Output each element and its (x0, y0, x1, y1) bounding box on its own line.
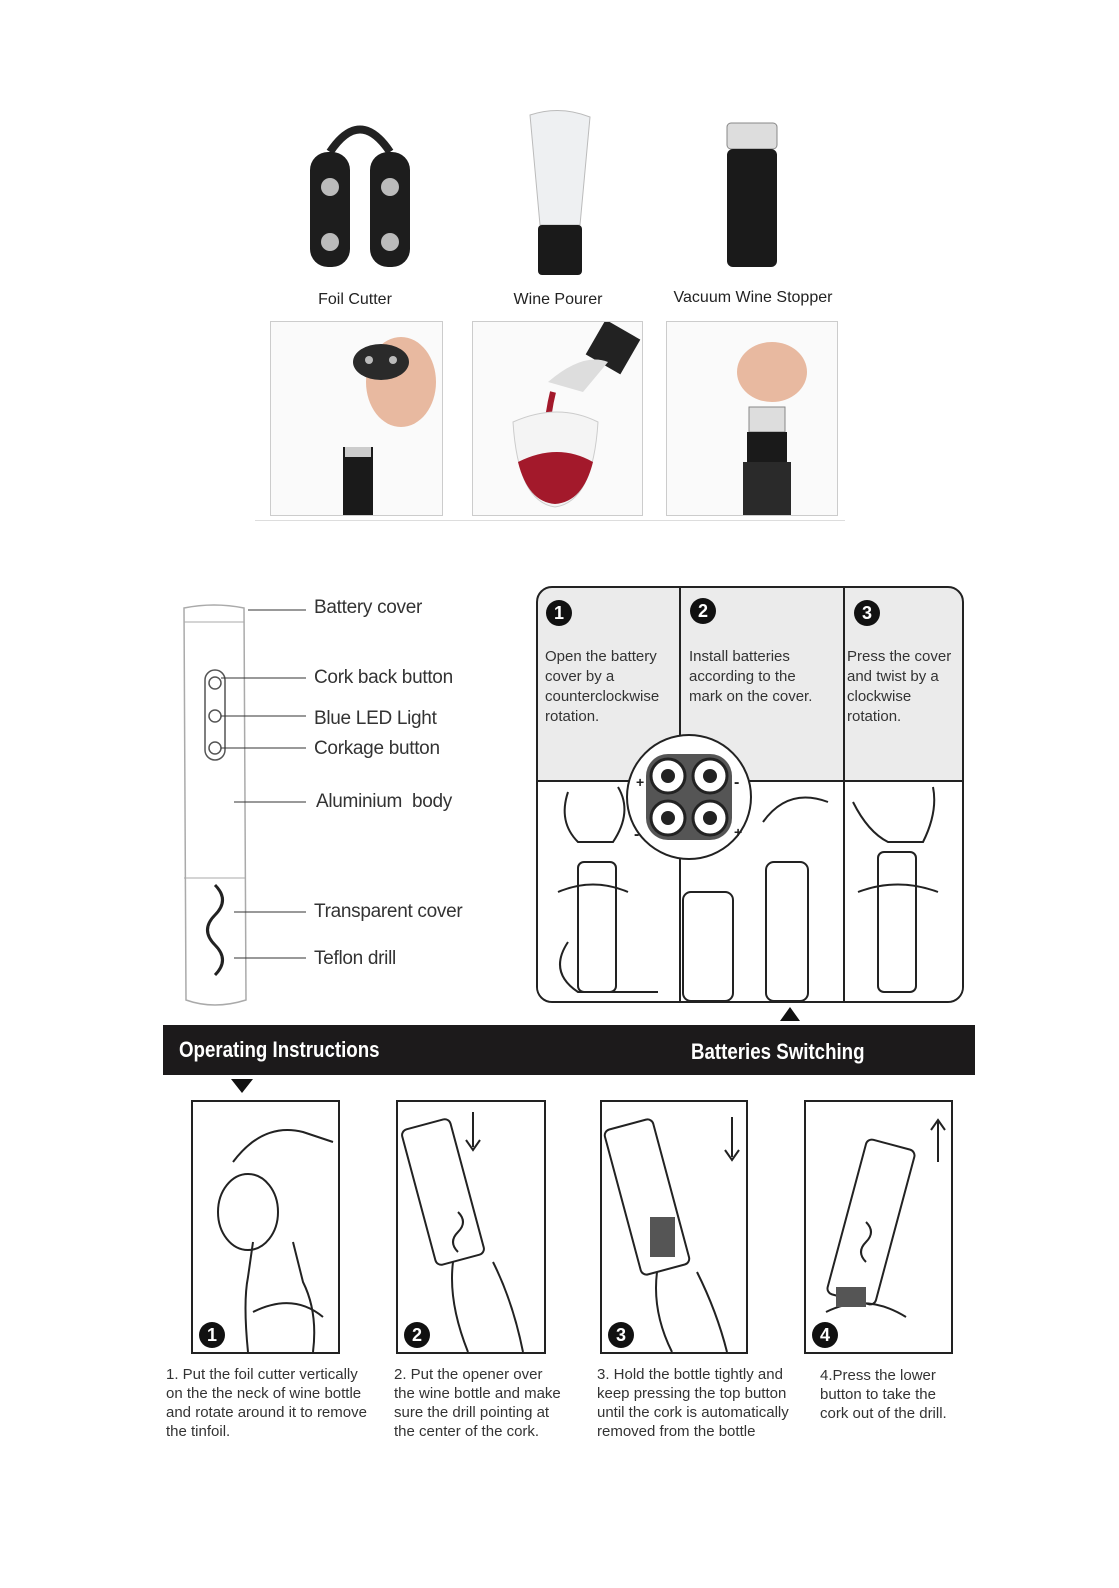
battery-layout-circle (626, 734, 752, 860)
battery-panel: 1 2 3 Open the battery cover by a counte… (536, 586, 964, 1003)
instructions-banner: Operating Instructions Batteries Switchi… (163, 1025, 975, 1075)
battery-panel-illustration-area (538, 780, 962, 1001)
vacuum-stopper-photo (666, 321, 838, 516)
battery-step-text: Open the battery cover by a counterclock… (545, 648, 660, 725)
part-label-corkage-button: Corkage button (314, 738, 440, 759)
operating-step-text: 1. Put the foil cutter vertically on the… (166, 1366, 367, 1440)
accessory-label-wine-pourer: Wine Pourer (513, 291, 603, 308)
part-label-blue-led-light: Blue LED Light (314, 708, 437, 729)
battery-panel-divider (538, 780, 962, 782)
section-divider (255, 520, 845, 521)
operating-step-text: 2. Put the opener over the wine bottle a… (394, 1366, 561, 1440)
operating-step-number: 1 (199, 1322, 225, 1348)
opener-device-drawing (183, 604, 306, 1006)
operating-step-frame: 1 (191, 1100, 340, 1354)
vacuum-stopper-image (726, 122, 778, 267)
accessory-label-foil-cutter: Foil Cutter (318, 291, 392, 308)
wine-pourer-photo (472, 321, 643, 516)
up-arrow-icon (780, 1007, 800, 1021)
part-label-teflon-drill: Teflon drill (314, 948, 396, 969)
accessory-label-vacuum-stopper: Vacuum Wine Stopper (673, 289, 833, 306)
operating-step-number: 4 (812, 1322, 838, 1348)
operating-step-frame: 3 (600, 1100, 748, 1354)
battery-step-text: Install batteries according to the mark … (689, 648, 813, 705)
part-label-aluminium-body: Aluminium body (316, 791, 452, 812)
battery-step-number: 1 (546, 600, 572, 626)
part-label-transparent-cover: Transparent cover (314, 901, 463, 922)
operating-step-frame: 2 (396, 1100, 546, 1354)
wine-pourer-image (529, 110, 591, 275)
operating-step-frame: 4 (804, 1100, 953, 1354)
banner-batteries-switching: Batteries Switching (691, 1039, 865, 1064)
battery-panel-divider (843, 588, 845, 1001)
operating-step-number: 2 (404, 1322, 430, 1348)
operating-step-text: 3. Hold the bottle tightly and keep pres… (597, 1366, 789, 1440)
foil-cutter-photo (270, 321, 443, 516)
banner-operating-instructions: Operating Instructions (179, 1037, 380, 1062)
foil-cutter-image (310, 125, 410, 267)
battery-minus-sign: - (634, 826, 640, 843)
battery-install-illustration (557, 786, 939, 1001)
battery-plus-sign: + (636, 774, 645, 790)
battery-step-number: 3 (854, 600, 880, 626)
operating-step-number: 3 (608, 1322, 634, 1348)
battery-step-number: 2 (690, 598, 716, 624)
down-arrow-icon (231, 1079, 253, 1093)
part-label-battery-cover: Battery cover (314, 597, 423, 618)
part-label-cork-back-button: Cork back button (314, 667, 453, 688)
battery-plus-sign: + (734, 824, 743, 840)
battery-minus-sign: - (734, 774, 740, 791)
operating-step-text: 4.Press the lower button to take the cor… (820, 1367, 947, 1422)
battery-step-text: Press the cover and twist by a clockwise… (847, 648, 952, 725)
